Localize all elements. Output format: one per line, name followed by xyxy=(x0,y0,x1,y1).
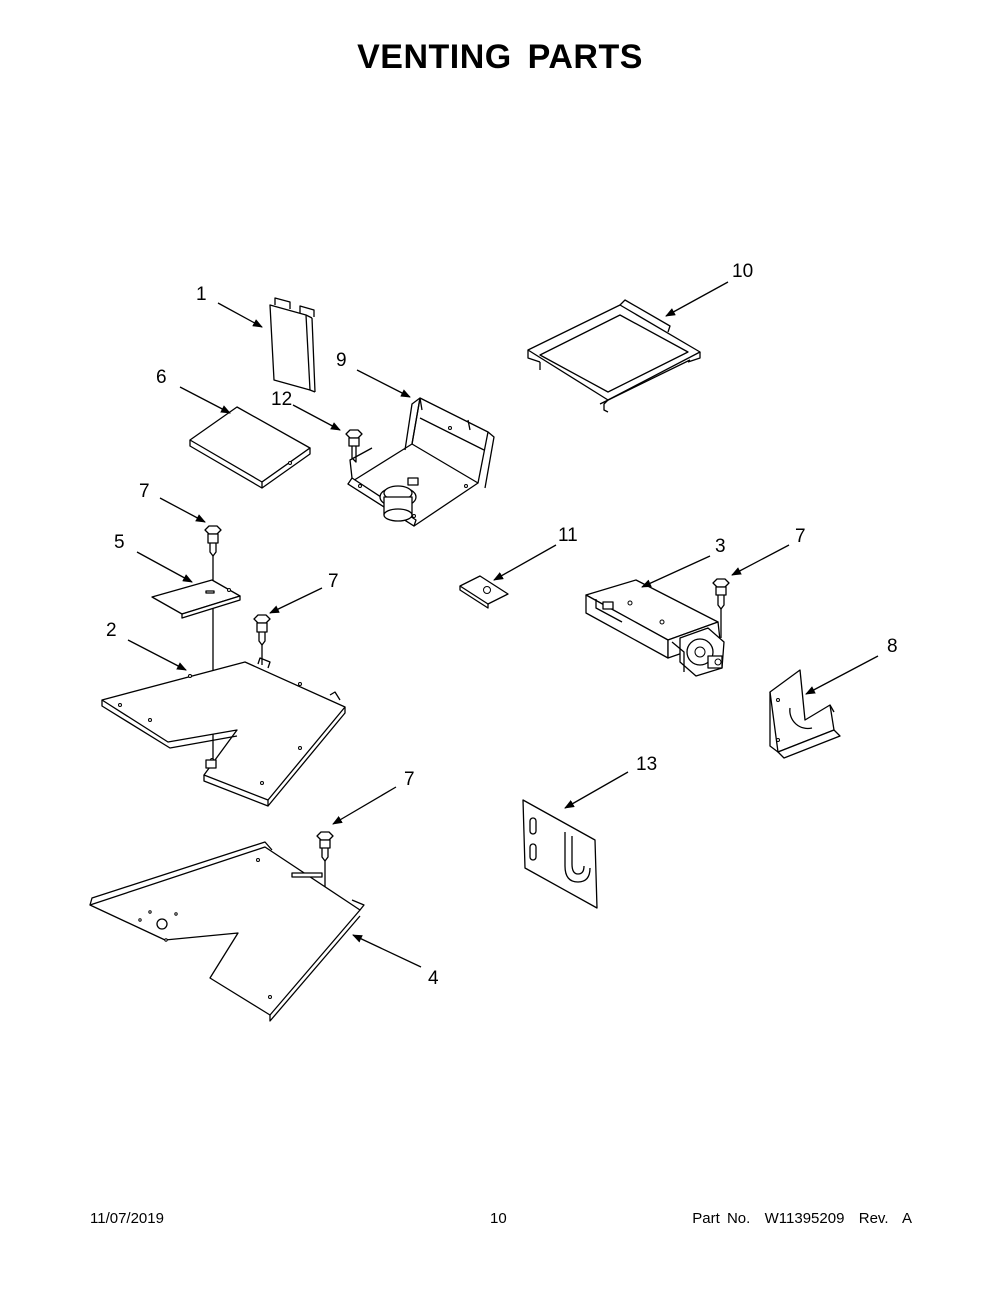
part-7-screw-b xyxy=(253,614,271,665)
part-7-screw-c xyxy=(712,578,730,638)
part-12-screw xyxy=(345,429,363,463)
callout-12: 12 xyxy=(271,389,293,410)
callout-5: 5 xyxy=(114,532,125,553)
part-11-plate xyxy=(459,575,509,609)
callout-7-c: 7 xyxy=(795,526,806,547)
leader-lines xyxy=(127,281,879,968)
part-8-bracket xyxy=(769,669,841,759)
callout-7-a: 7 xyxy=(139,481,150,502)
callout-9: 9 xyxy=(336,350,347,371)
footer-page-number: 10 xyxy=(490,1210,507,1227)
part-5-plate xyxy=(151,579,241,619)
callout-4: 4 xyxy=(428,968,439,989)
callout-10: 10 xyxy=(732,261,754,282)
part-3-vent-motor xyxy=(585,579,725,677)
callout-6: 6 xyxy=(156,367,167,388)
callout-7-b: 7 xyxy=(328,571,339,592)
footer-part-number: Part No. W11395209 Rev. A xyxy=(692,1210,912,1227)
part-4-baffle xyxy=(89,841,365,1022)
part-6-cover xyxy=(189,406,311,489)
callout-11: 11 xyxy=(558,525,578,546)
callout-1: 1 xyxy=(196,284,207,305)
part-9-vent-duct xyxy=(347,397,495,527)
callout-3: 3 xyxy=(715,536,726,557)
page-title: VENTING PARTS xyxy=(357,38,643,76)
part-13-plate xyxy=(522,799,598,909)
callout-2: 2 xyxy=(106,620,117,641)
footer-date: 11/07/2019 xyxy=(90,1210,164,1227)
callout-7-d: 7 xyxy=(404,769,415,790)
part-2-baffle xyxy=(101,657,346,807)
part-10-frame xyxy=(527,299,701,413)
callout-13: 13 xyxy=(636,754,658,775)
part-1-plate xyxy=(269,297,316,393)
callout-8: 8 xyxy=(887,636,898,657)
